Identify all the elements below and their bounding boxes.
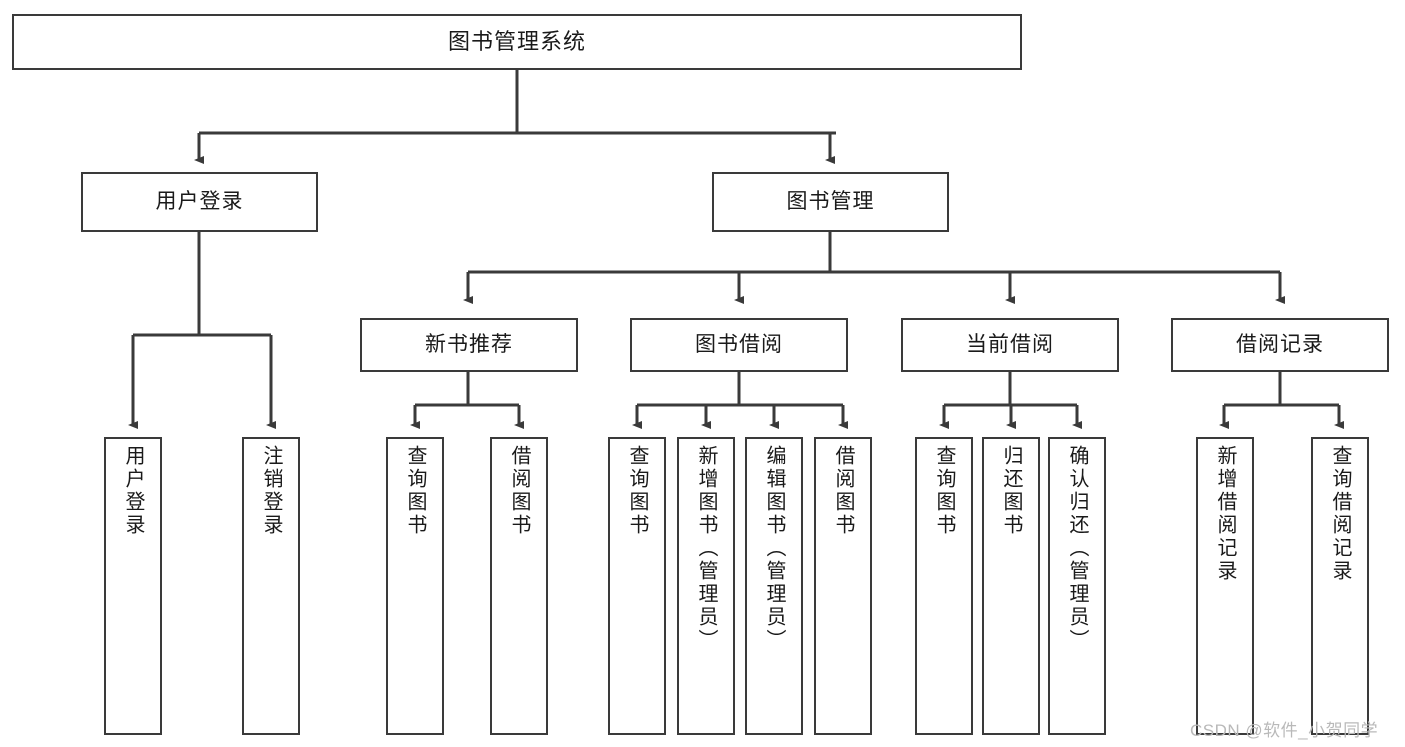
leaf-label: 用户登录	[122, 445, 144, 537]
leaf-label: 新增借阅记录	[1214, 445, 1236, 583]
node-new-book-recommend[interactable]: 新书推荐	[360, 318, 578, 372]
node-book-management[interactable]: 图书管理	[712, 172, 949, 232]
leaf-new-book-borrow-book[interactable]: 借阅图书	[490, 437, 548, 735]
leaf-user-login-logout[interactable]: 注销登录	[242, 437, 300, 735]
leaf-book-borrow-borrow-book[interactable]: 借阅图书	[814, 437, 872, 735]
leaf-user-login-login[interactable]: 用户登录	[104, 437, 162, 735]
node-current-borrow[interactable]: 当前借阅	[901, 318, 1119, 372]
node-user-login[interactable]: 用户登录	[81, 172, 318, 232]
node-book-borrow[interactable]: 图书借阅	[630, 318, 848, 372]
leaf-label: 查询图书	[933, 445, 955, 537]
node-borrow-record[interactable]: 借阅记录	[1171, 318, 1389, 372]
leaf-borrow-record-query-record[interactable]: 查询借阅记录	[1311, 437, 1369, 735]
leaf-label: 归还图书	[1000, 445, 1022, 537]
leaf-book-borrow-query-book[interactable]: 查询图书	[608, 437, 666, 735]
node-root-system[interactable]: 图书管理系统	[12, 14, 1022, 70]
leaf-label: 编辑图书（管理员）	[763, 445, 785, 652]
leaf-label: 查询图书	[404, 445, 426, 537]
leaf-label: 确认归还（管理员）	[1066, 445, 1088, 652]
leaf-current-borrow-return-book[interactable]: 归还图书	[982, 437, 1040, 735]
leaf-current-borrow-confirm-return[interactable]: 确认归还（管理员）	[1048, 437, 1106, 735]
leaf-label: 借阅图书	[508, 445, 530, 537]
leaf-label: 查询借阅记录	[1329, 445, 1351, 583]
csdn-watermark: CSDN @软件_小贺同学	[1190, 721, 1379, 740]
leaf-label: 注销登录	[260, 445, 282, 537]
leaf-book-borrow-add-book[interactable]: 新增图书（管理员）	[677, 437, 735, 735]
leaf-label: 查询图书	[626, 445, 648, 537]
leaf-borrow-record-add-record[interactable]: 新增借阅记录	[1196, 437, 1254, 735]
leaf-current-borrow-query-book[interactable]: 查询图书	[915, 437, 973, 735]
leaf-new-book-query-book[interactable]: 查询图书	[386, 437, 444, 735]
leaf-label: 新增图书（管理员）	[695, 445, 717, 652]
leaf-label: 借阅图书	[832, 445, 854, 537]
leaf-book-borrow-edit-book[interactable]: 编辑图书（管理员）	[745, 437, 803, 735]
